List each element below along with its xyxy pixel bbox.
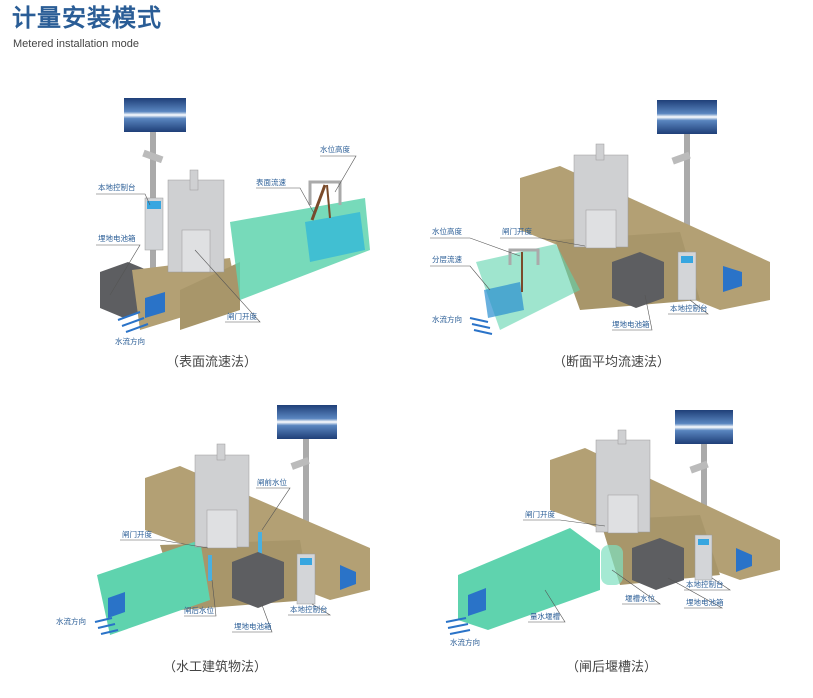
label-flow-direction: 水流方向 (56, 616, 86, 626)
pole (701, 444, 707, 544)
radar-sensor (310, 184, 327, 221)
console-screen (147, 201, 161, 209)
label-gate-opening: 闸门开度 (525, 509, 555, 519)
console-screen (681, 256, 693, 263)
label-battery: 埋地电池箱 (98, 233, 136, 243)
water-outlet (340, 565, 356, 590)
flow-arrows-icon (117, 311, 149, 333)
flow-arrows-icon (94, 617, 119, 635)
label-gate-opening: 闸门开度 (227, 311, 257, 321)
gate-leaf (206, 509, 238, 549)
glass-channel (97, 540, 210, 635)
sensor-bracket (508, 248, 540, 265)
water-outlet (736, 548, 752, 572)
label-upstream-level: 闸前水位 (257, 477, 287, 487)
solar-panel (124, 98, 186, 132)
solar-panel (657, 100, 717, 134)
water-body (484, 282, 524, 318)
panel-hydraulic-structure: 闸前水位 闸门开度 水流方向 闸后水位 埋地电池箱 本地控制台 (56, 405, 370, 635)
solar-panel (675, 410, 733, 444)
console-cabinet (694, 534, 713, 581)
label-battery: 埋地电池箱 (234, 621, 272, 631)
upstream-level-gauge (258, 532, 262, 558)
downstream-level-gauge (208, 555, 212, 581)
flume-channel (458, 528, 600, 630)
label-flow-direction: 水流方向 (432, 314, 462, 324)
caption-surface-velocity: （表面流速法） (166, 355, 258, 370)
label-flow-direction: 水流方向 (115, 336, 145, 346)
console-cabinet (677, 251, 697, 301)
gate-leaf (607, 494, 639, 534)
caption-hydraulic-structure: （水工建筑物法） (163, 660, 268, 675)
channel-wall (180, 262, 240, 330)
label-battery: 埋地电池箱 (612, 319, 650, 329)
gate-stem (595, 143, 605, 161)
console-cabinet (296, 553, 316, 605)
label-flume: 量水堰槽 (530, 611, 560, 621)
battery-box (232, 552, 284, 608)
gate-stem (189, 169, 199, 191)
water-outlet (723, 266, 742, 292)
camera-icon (142, 149, 164, 164)
pole (684, 134, 690, 264)
console-screen (698, 539, 709, 545)
caption-weir-after-gate: （闸后堰槽法） (566, 660, 658, 675)
solar-panel (277, 405, 337, 439)
label-surface-velocity: 表面流速 (256, 177, 286, 187)
flow-arrows-icon (445, 617, 471, 635)
camera-icon (689, 460, 709, 474)
panel-section-average-velocity: 水位高度 闸门开度 分层流速 水流方向 埋地电池箱 本地控制台 (430, 100, 770, 335)
water-outlet (108, 592, 125, 618)
camera-icon (671, 151, 691, 165)
pole (303, 439, 309, 559)
label-flow-direction: 水流方向 (450, 637, 480, 647)
label-console: 本地控制台 (290, 604, 328, 614)
label-console: 本地控制台 (98, 182, 136, 192)
label-weir-level: 堰槽水位 (625, 593, 655, 603)
label-water-level: 水位高度 (320, 144, 350, 154)
caption-section-average-velocity: （断面平均流速法） (553, 355, 671, 370)
gate-stem (216, 443, 226, 461)
label-layered-velocity: 分层流速 (432, 254, 462, 264)
level-sensor (326, 184, 331, 219)
label-console: 本地控制台 (686, 579, 724, 589)
panel-weir-after-gate: 闸门开度 堰槽水位 量水堰槽 本地控制台 埋地电池箱 水流方向 (445, 410, 780, 647)
page-title: 计量安装模式 (12, 4, 162, 32)
label-downstream-level: 闸后水位 (184, 605, 214, 615)
camera-icon (290, 457, 310, 470)
label-water-level: 水位高度 (432, 226, 462, 236)
console-cabinet (144, 197, 164, 251)
gate-leaf (585, 209, 617, 249)
console-screen (300, 558, 312, 565)
flow-arrows-icon (469, 317, 493, 335)
page-subtitle: Metered installation mode (13, 38, 139, 50)
water-outlet (468, 588, 486, 616)
stilling-well (601, 545, 623, 585)
battery-box (612, 252, 664, 308)
label-gate-opening: 闸门开度 (502, 226, 532, 236)
panel-surface-velocity: 本地控制台 埋地电池箱 表面流速 水位高度 闸门开度 水流方向 (96, 98, 370, 346)
water-outlet (145, 292, 165, 318)
label-gate-opening: 闸门开度 (122, 529, 152, 539)
label-battery: 埋地电池箱 (686, 597, 724, 607)
water-surface (305, 212, 365, 262)
battery-box (632, 538, 684, 590)
gate-stem (617, 429, 627, 445)
sensor-bracket (308, 180, 342, 205)
label-console: 本地控制台 (670, 303, 708, 313)
